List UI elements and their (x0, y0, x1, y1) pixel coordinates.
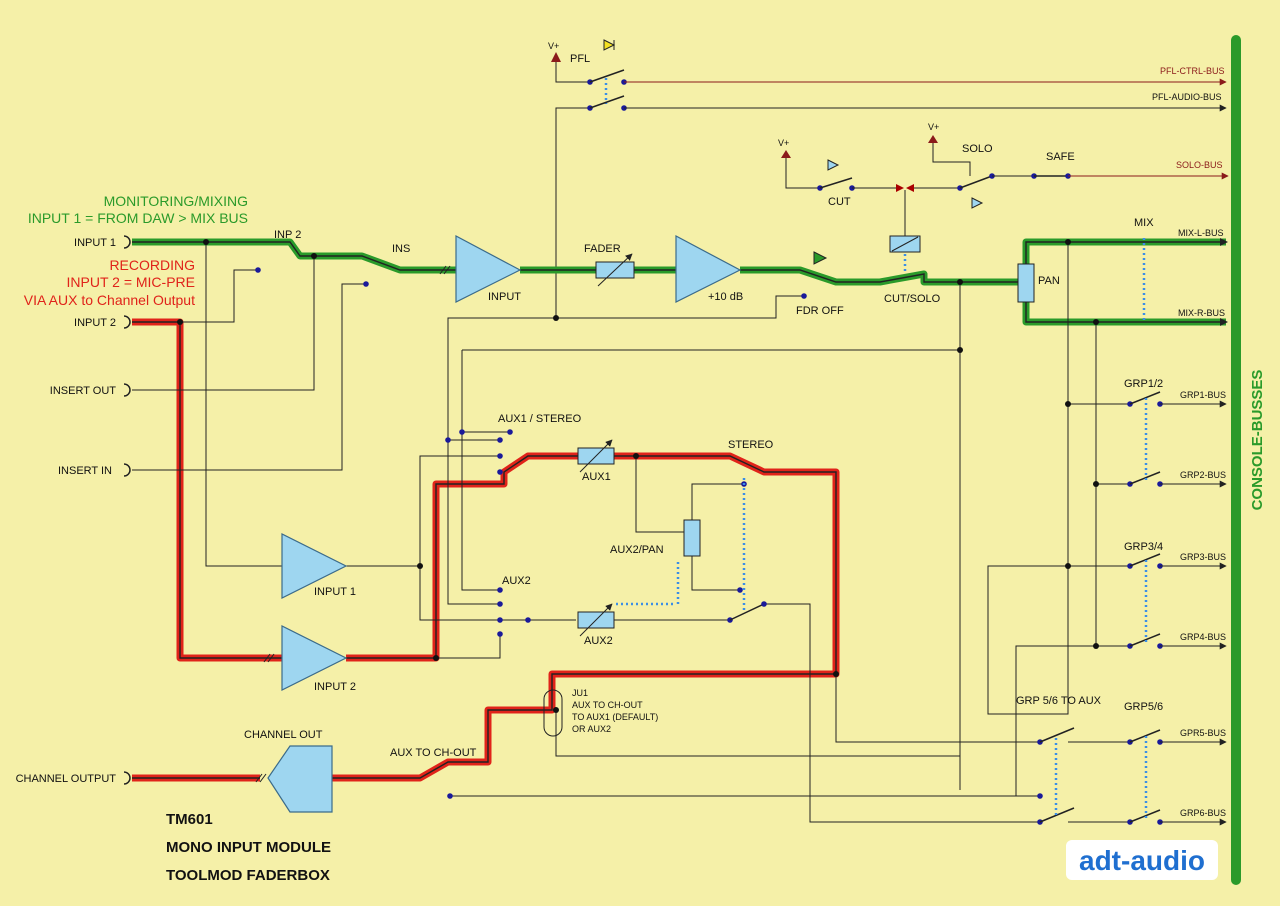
safe-label: SAFE (1046, 151, 1075, 163)
monitoring-note-line1: MONITORING/MIXING (104, 193, 248, 209)
pfl-label: PFL (570, 53, 590, 65)
ju1-jumper (543, 689, 563, 737)
input2-amplifier (281, 625, 348, 691)
pan-potentiometer (1017, 263, 1035, 303)
aux2-switch-label: AUX2 (502, 575, 531, 587)
group-switches (1127, 238, 1227, 826)
console-busses-label: CONSOLE-BUSSES (1249, 370, 1266, 511)
grp1-bus-label: GRP1-BUS (1180, 390, 1226, 400)
pan-label: PAN (1038, 275, 1060, 287)
ju1-note-line3: OR AUX2 (572, 724, 611, 734)
adt-audio-logo: adt-audio (1079, 845, 1205, 876)
cut-label: CUT (828, 196, 851, 208)
input2-amp-label: INPUT 2 (314, 681, 356, 693)
input1-amp-label: INPUT 1 (314, 586, 356, 598)
grp6-bus-label: GRP6-BUS (1180, 808, 1226, 818)
aux2pan-label: AUX2/PAN (610, 544, 664, 556)
jack-input1-label: INPUT 1 (74, 237, 116, 249)
ins-label: INS (392, 243, 410, 255)
monitoring-note-line2: INPUT 1 = FROM DAW > MIX BUS (28, 210, 248, 226)
inp2-label: INP 2 (274, 229, 301, 241)
components (267, 235, 1035, 813)
recording-note-line2: INPUT 2 = MIC-PRE (67, 274, 196, 290)
cut-led-icon (827, 159, 840, 171)
grp3-bus-label: GRP3-BUS (1180, 552, 1226, 562)
aux2pan-potentiometer (683, 519, 701, 557)
input-amp-label: INPUT (488, 291, 521, 303)
logo-box (1066, 840, 1218, 880)
pfl-ctrl-bus-label: PFL-CTRL-BUS (1160, 66, 1225, 76)
solo-bus-label: SOLO-BUS (1176, 160, 1223, 170)
title-line1: TM601 (166, 811, 213, 828)
ju1-note-line2: TO AUX1 (DEFAULT) (572, 712, 658, 722)
ju1-label: JU1 (572, 688, 588, 698)
channel-out-label: CHANNEL OUT (244, 729, 323, 741)
recording-note-line3: VIA AUX to Channel Output (24, 292, 195, 308)
input1-amplifier (281, 533, 348, 599)
cut-solo-section: V+ CUT V+ SOLO SAFE SOLO-BUS (778, 122, 1229, 272)
plus10db-label: +10 dB (708, 291, 743, 303)
pfl-audio-bus-label: PFL-AUDIO-BUS (1152, 92, 1222, 102)
channel-out-amplifier (267, 745, 333, 813)
solo-led-icon (971, 197, 984, 209)
ju1-note-line1: AUX TO CH-OUT (572, 700, 643, 710)
fdr-off-label: FDR OFF (796, 305, 844, 317)
aux1-label: AUX1 (582, 471, 611, 483)
switches (255, 267, 1075, 825)
recording-path (132, 318, 840, 783)
v-plus-label-solo: V+ (928, 122, 939, 132)
solo-label: SOLO (962, 143, 993, 155)
grp34-label: GRP3/4 (1124, 541, 1163, 553)
junctions (177, 239, 1099, 713)
mix-label: MIX (1134, 217, 1154, 229)
recording-note-line1: RECORDING (109, 257, 195, 273)
cut-solo-label: CUT/SOLO (884, 293, 941, 305)
jack-input2-label: INPUT 2 (74, 317, 116, 329)
jack-insert-out-label: INSERT OUT (50, 385, 116, 397)
mix-r-bus-label: MIX-R-BUS (1178, 308, 1225, 318)
pfl-led-icon (603, 39, 616, 51)
input-amplifier (455, 235, 522, 303)
jack-insert-in-label: INSERT IN (58, 465, 112, 477)
grp5-bus-label: GPR5-BUS (1180, 728, 1226, 738)
mix-l-bus-label: MIX-L-BUS (1178, 228, 1224, 238)
aux1-stereo-label: AUX1 / STEREO (498, 413, 582, 425)
pfl-section: V+ PFL PFL-CTRL-BUS PFL-AUDIO-BUS (548, 39, 1227, 318)
plus10db-amplifier (675, 235, 742, 303)
jacks (123, 235, 131, 785)
grp4-bus-label: GRP4-BUS (1180, 632, 1226, 642)
v-plus-label-cut: V+ (778, 138, 789, 148)
grp12-label: GRP1/2 (1124, 378, 1163, 390)
jack-channel-output-label: CHANNEL OUTPUT (16, 773, 117, 785)
grp56-to-aux-label: GRP 5/6 TO AUX (1016, 695, 1102, 707)
stereo-label: STEREO (728, 439, 774, 451)
v-plus-label: V+ (548, 41, 559, 51)
fader-off-led-icon (813, 251, 828, 265)
title-line2: MONO INPUT MODULE (166, 839, 331, 856)
fader-label: FADER (584, 243, 621, 255)
grp56-label: GRP5/6 (1124, 701, 1163, 713)
grp2-bus-label: GRP2-BUS (1180, 470, 1226, 480)
aux2-label: AUX2 (584, 635, 613, 647)
aux-to-chout-label: AUX TO CH-OUT (390, 747, 477, 759)
title-line3: TOOLMOD FADERBOX (166, 867, 330, 884)
